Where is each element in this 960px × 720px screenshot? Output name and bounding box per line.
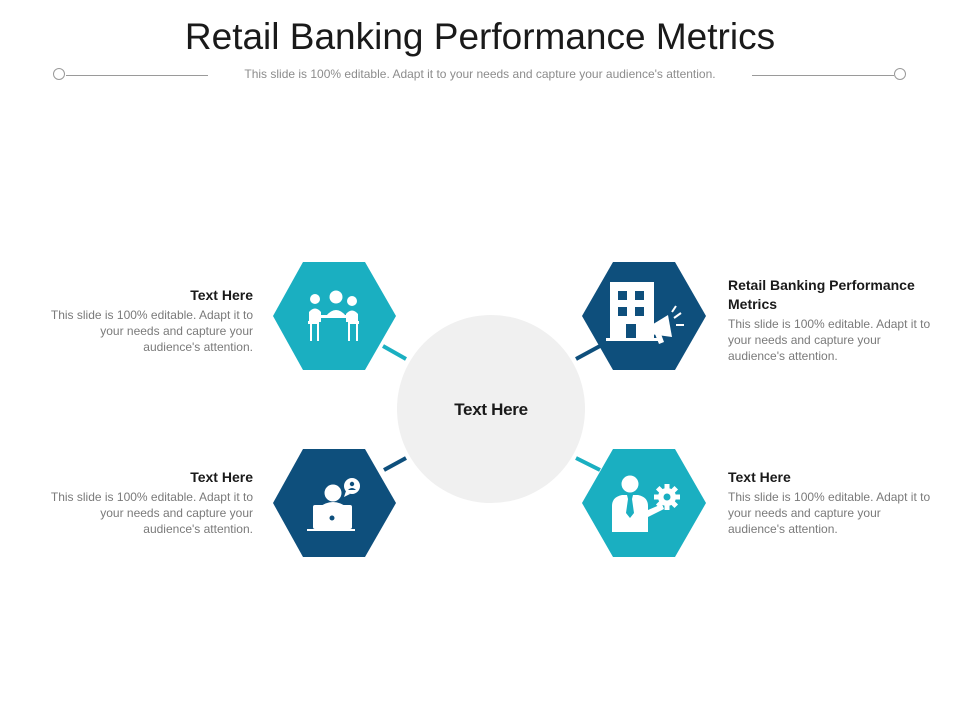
- building-megaphone-icon: [606, 282, 684, 344]
- connector-bottom-right: [575, 456, 601, 472]
- block-heading: Retail Banking Performance Metrics: [728, 277, 915, 312]
- meeting-people-icon: [308, 290, 359, 341]
- block-body: This slide is 100% editable. Adapt it to…: [728, 317, 931, 363]
- block-body: This slide is 100% editable. Adapt it to…: [50, 490, 253, 536]
- center-circle: [397, 315, 585, 503]
- connector-top-right: [575, 344, 601, 361]
- connector-bottom-left: [383, 456, 407, 472]
- rule-right: [752, 75, 894, 76]
- block-body: This slide is 100% editable. Adapt it to…: [50, 308, 253, 354]
- text-block-top-right: Retail Banking Performance Metrics This …: [728, 276, 938, 364]
- rule-left: [66, 75, 208, 76]
- center-label: Text Here: [454, 400, 528, 419]
- block-heading: Text Here: [728, 469, 791, 485]
- rule-left-knob: [53, 68, 65, 80]
- text-block-top-left: Text Here This slide is 100% editable. A…: [48, 286, 253, 355]
- block-body: This slide is 100% editable. Adapt it to…: [728, 490, 931, 536]
- rule-right-knob: [894, 68, 906, 80]
- user-laptop-chat-icon: [307, 478, 360, 531]
- slide-subtitle: This slide is 100% editable. Adapt it to…: [244, 67, 716, 81]
- text-block-bottom-left: Text Here This slide is 100% editable. A…: [48, 468, 253, 537]
- block-heading: Text Here: [190, 469, 253, 485]
- connector-top-left: [382, 344, 407, 361]
- text-block-bottom-right: Text Here This slide is 100% editable. A…: [728, 468, 938, 537]
- slide-title: Retail Banking Performance Metrics: [184, 16, 776, 57]
- block-heading: Text Here: [190, 287, 253, 303]
- businessman-gear-icon: [612, 475, 680, 532]
